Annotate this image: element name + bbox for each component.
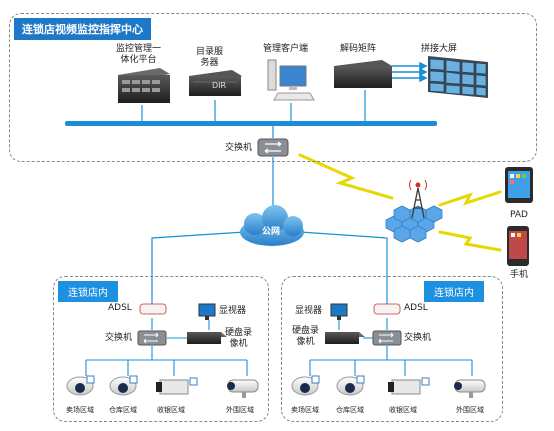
store-panel-right bbox=[281, 276, 503, 422]
store-left-switch-label: 交换机 bbox=[105, 333, 133, 343]
store-left-camera-2-label: 仓库区域 bbox=[109, 406, 137, 414]
store-left-camera-4-label: 外围区域 bbox=[226, 406, 254, 414]
pad-icon bbox=[505, 167, 533, 203]
store-right-camera-1-label: 卖场区域 bbox=[291, 406, 319, 414]
center-switch-icon bbox=[257, 138, 289, 157]
backbone-bus bbox=[65, 121, 437, 126]
store-right-camera-4-label: 外围区域 bbox=[456, 406, 484, 414]
store-right-camera-2-label: 仓库区域 bbox=[336, 406, 364, 414]
store-tag-right: 连锁店内 bbox=[424, 281, 484, 302]
store-panel-left bbox=[53, 276, 269, 422]
device-label-client: 管理客户端 bbox=[263, 44, 309, 54]
command-center-title: 连锁店视频监控指挥中心 bbox=[14, 18, 151, 40]
store-left-monitor-label: 显视器 bbox=[219, 306, 247, 316]
wan-links bbox=[151, 231, 388, 310]
pad-label: PAD bbox=[510, 210, 528, 220]
store-right-switch-label: 交换机 bbox=[404, 333, 432, 343]
device-label-directory-server: 目录服务器 bbox=[196, 47, 224, 68]
store-right-dvr-label: 硬盘录像机 bbox=[292, 326, 320, 347]
store-right-adsl-label: ADSL bbox=[404, 303, 428, 313]
wireless-bolts bbox=[298, 153, 502, 252]
directory-server-dir-label: DIR bbox=[212, 81, 227, 90]
store-right-camera-3-label: 收银区域 bbox=[389, 406, 417, 414]
command-center-panel bbox=[9, 13, 537, 162]
center-switch-label: 交换机 bbox=[225, 143, 253, 153]
decoder-arrows bbox=[392, 61, 428, 83]
wireless-tower-icon bbox=[385, 179, 443, 243]
store-left-dvr-label: 硬盘录像机 bbox=[225, 328, 253, 349]
store-tag-left: 连锁店内 bbox=[58, 281, 118, 302]
internet-label: 公网 bbox=[262, 227, 281, 237]
store-left-camera-1-label: 卖场区域 bbox=[66, 406, 94, 414]
device-label-platform: 监控管理一体化平台 bbox=[116, 44, 162, 65]
device-label-video-wall: 拼接大屏 bbox=[421, 44, 458, 54]
phone-label: 手机 bbox=[510, 270, 529, 280]
phone-icon bbox=[507, 226, 529, 266]
store-right-monitor-label: 显视器 bbox=[295, 306, 323, 316]
store-left-camera-3-label: 收银区域 bbox=[157, 406, 185, 414]
store-left-adsl-label: ADSL bbox=[108, 303, 132, 313]
device-label-decoder: 解码矩阵 bbox=[340, 44, 377, 54]
internet-cloud bbox=[240, 205, 304, 246]
device-links bbox=[141, 90, 366, 218]
